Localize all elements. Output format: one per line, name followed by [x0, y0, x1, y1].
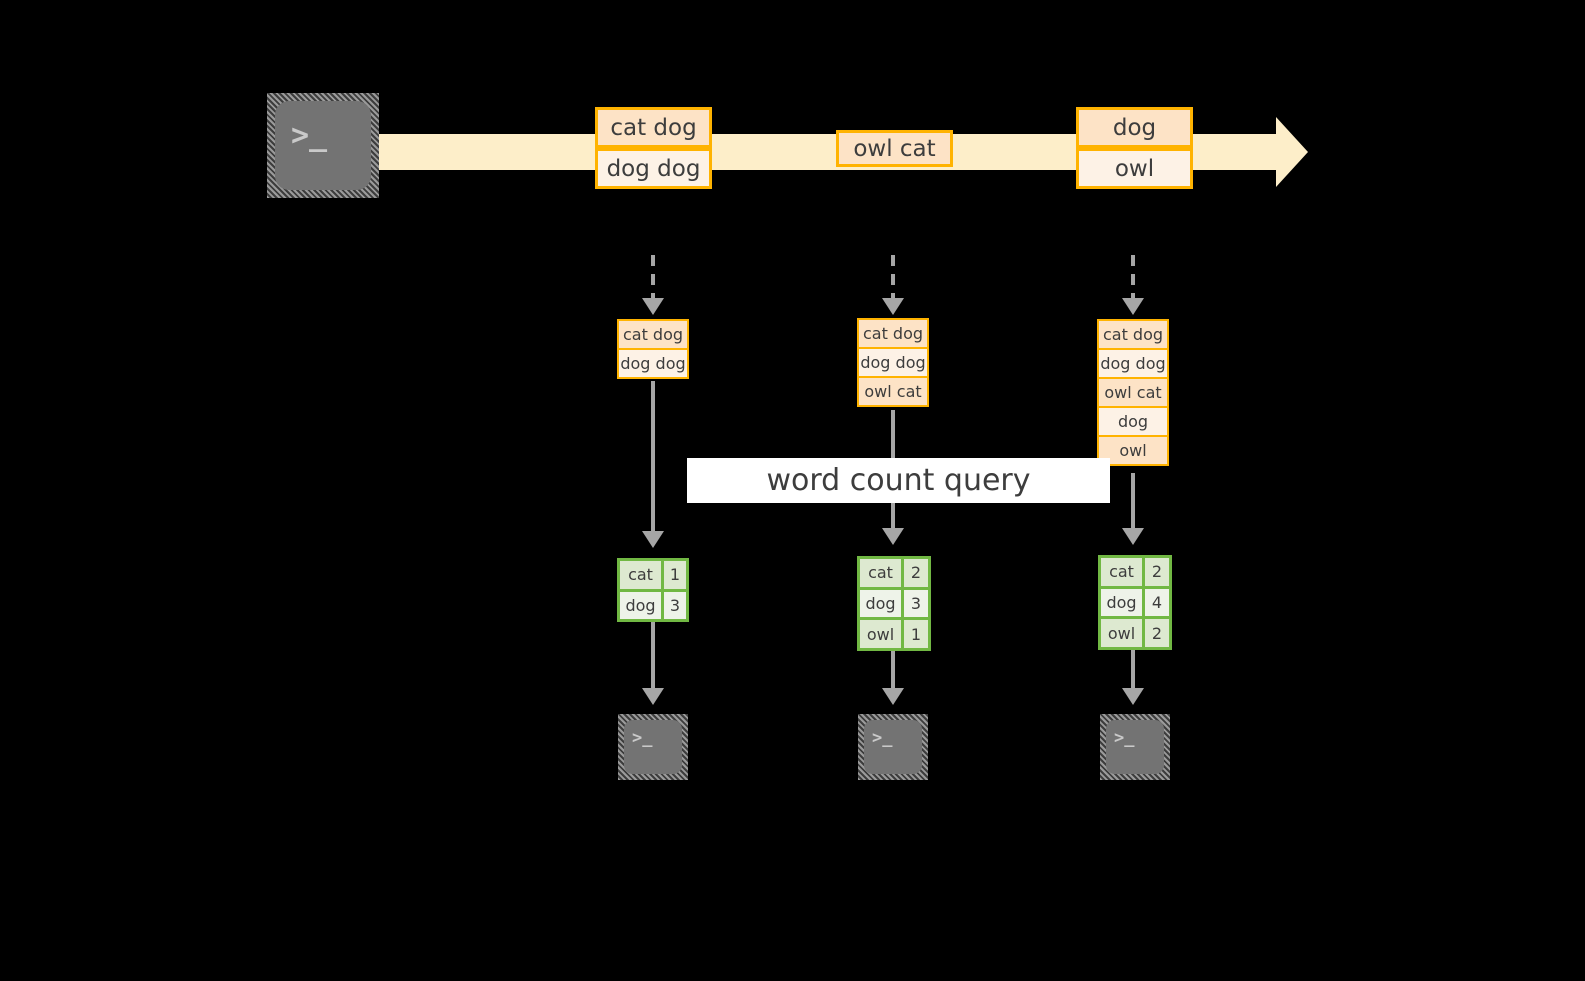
table-row: cat 2 [1101, 558, 1169, 586]
snapshot-1-feed-line [651, 255, 655, 300]
source-terminal-prompt: >_ [291, 118, 328, 153]
snapshot-1-query-arrowhead [642, 531, 664, 548]
snapshot-2-stack: cat dog dog dog owl cat [857, 318, 929, 407]
stream-message-2-line-1: owl cat [836, 130, 953, 167]
snapshot-1-stack: cat dog dog dog [617, 319, 689, 379]
table-cell-word: cat [860, 559, 904, 587]
snapshot-3-row: cat dog [1097, 319, 1169, 350]
snapshot-2-row: dog dog [857, 347, 929, 378]
snapshot-3-feed-line [1131, 255, 1135, 300]
snapshot-3-query-arrowhead [1122, 528, 1144, 545]
snapshot-2-query-arrowhead [882, 528, 904, 545]
table-row: owl 1 [860, 617, 928, 649]
query-banner: word count query [687, 458, 1110, 503]
snapshot-1-feed-arrowhead [642, 298, 664, 315]
source-terminal-icon: >_ [267, 93, 379, 198]
table-row: dog 3 [860, 586, 928, 618]
table-cell-count: 1 [669, 565, 681, 585]
snapshot-3-sink-arrowhead [1122, 688, 1144, 705]
snapshot-1-query-line [651, 381, 655, 533]
snapshot-2-sink-terminal-prompt: >_ [872, 728, 893, 748]
table-cell-word: dog [1101, 588, 1145, 617]
snapshot-1-row: dog dog [617, 348, 689, 379]
snapshot-3-row: owl cat [1097, 377, 1169, 408]
snapshot-2-sink-line [891, 651, 895, 690]
snapshot-1-row: cat dog [617, 319, 689, 350]
table-cell-word: dog [860, 589, 904, 618]
table-cell-count: 3 [910, 594, 922, 613]
snapshot-2-feed-arrowhead [882, 298, 904, 315]
stream-message-1-line-2: dog dog [595, 148, 712, 189]
table-row: dog 4 [1101, 585, 1169, 617]
stream-message-3-line-1: dog [1076, 107, 1193, 148]
snapshot-2-sink-terminal-icon: >_ [858, 714, 928, 780]
table-cell-word: cat [620, 561, 664, 589]
table-row: cat 1 [620, 561, 686, 589]
snapshot-3-row: dog [1097, 406, 1169, 437]
snapshot-3-feed-arrowhead [1122, 298, 1144, 315]
snapshot-3-stack: cat dog dog dog owl cat dog owl [1097, 319, 1169, 466]
table-cell-word: owl [860, 620, 904, 649]
snapshot-1-sink-terminal-icon: >_ [618, 714, 688, 780]
snapshot-1-sink-arrowhead [642, 688, 664, 705]
query-banner-label: word count query [766, 463, 1031, 498]
snapshot-2-sink-arrowhead [882, 688, 904, 705]
table-cell-count: 1 [910, 624, 922, 644]
table-cell-count: 3 [669, 595, 681, 615]
table-cell-word: cat [1101, 558, 1145, 586]
snapshot-3-sink-terminal-prompt: >_ [1114, 728, 1135, 748]
table-cell-count: 2 [1151, 562, 1163, 582]
table-row: dog 3 [620, 588, 686, 619]
snapshot-2-feed-line [891, 255, 895, 300]
snapshot-3-row: dog dog [1097, 348, 1169, 379]
snapshot-1-sink-line [651, 622, 655, 690]
table-row: owl 2 [1101, 616, 1169, 648]
snapshot-3-query-line [1131, 473, 1135, 530]
table-cell-count: 2 [910, 563, 922, 583]
snapshot-1-result-table: cat 1 dog 3 [617, 558, 689, 622]
snapshot-3-result-table: cat 2 dog 4 owl 2 [1098, 555, 1172, 650]
stream-message-3-line-2: owl [1076, 148, 1193, 189]
table-cell-word: dog [620, 591, 664, 619]
stream-message-1-line-1: cat dog [595, 107, 712, 148]
snapshot-2-result-table: cat 2 dog 3 owl 1 [857, 556, 931, 651]
table-cell-count: 4 [1151, 593, 1163, 612]
table-cell-count: 2 [1151, 623, 1163, 643]
snapshot-1-sink-terminal-prompt: >_ [632, 728, 653, 748]
table-cell-word: owl [1101, 619, 1145, 648]
snapshot-2-row: owl cat [857, 376, 929, 407]
table-row: cat 2 [860, 559, 928, 587]
snapshot-3-sink-line [1131, 650, 1135, 690]
stream-band-arrowhead [1276, 117, 1308, 187]
snapshot-2-row: cat dog [857, 318, 929, 349]
snapshot-3-sink-terminal-icon: >_ [1100, 714, 1170, 780]
